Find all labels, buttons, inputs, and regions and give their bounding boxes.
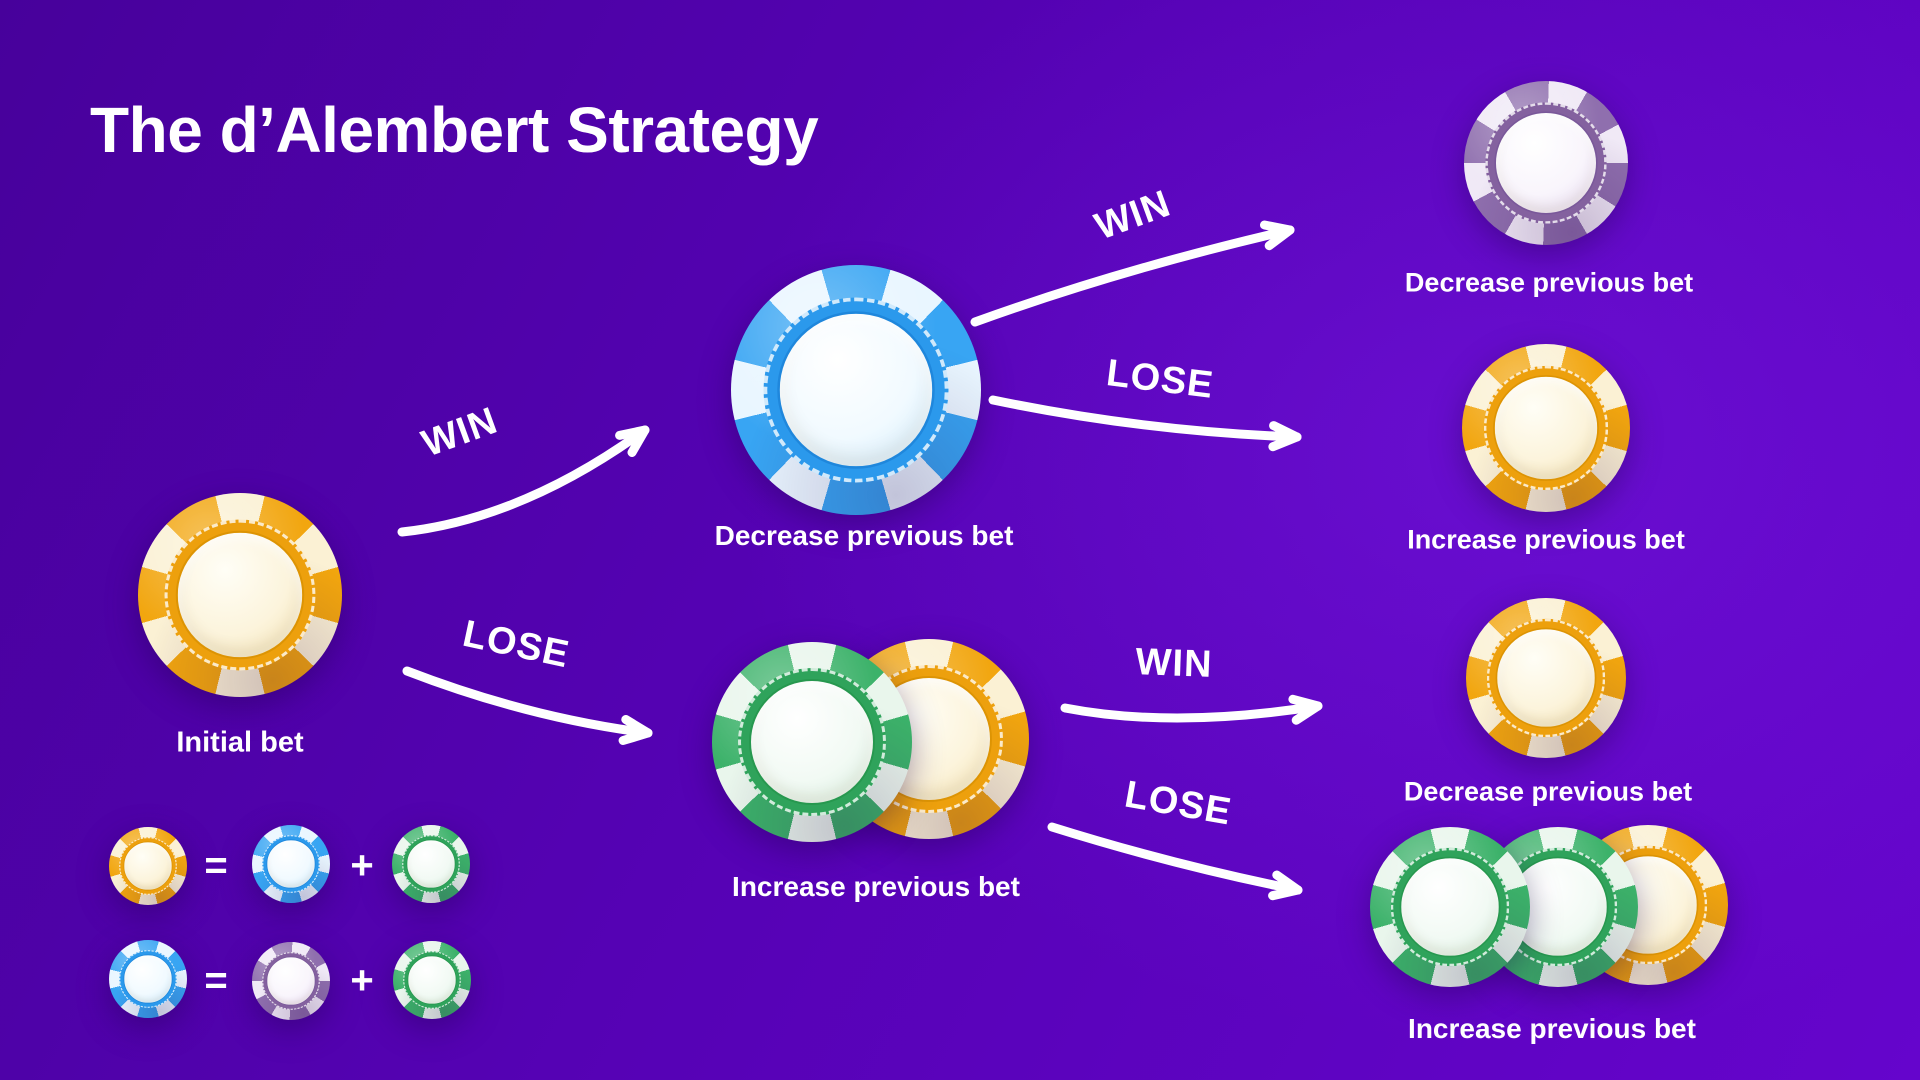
lose-win-label: Decrease previous bet bbox=[1403, 776, 1693, 807]
equals-sign: = bbox=[204, 843, 228, 888]
win-win-label: Decrease previous bet bbox=[1404, 267, 1694, 298]
plus-sign: + bbox=[350, 958, 374, 1003]
initial-bet-label: Initial bet bbox=[176, 726, 304, 759]
legend-row1-green-chip bbox=[392, 825, 470, 903]
lose-arrow-2 bbox=[988, 395, 1302, 452]
initial-bet-chip-yellow bbox=[138, 493, 342, 697]
win-lose-label: Increase previous bet bbox=[1407, 524, 1685, 555]
win-label-3: WIN bbox=[1134, 641, 1214, 686]
lose-lose-label: Increase previous bet bbox=[1408, 1013, 1696, 1044]
after-lose-chip-green bbox=[712, 642, 912, 842]
legend-row2-purple-chip bbox=[252, 942, 330, 1020]
page-title: The d’Alembert Strategy bbox=[90, 94, 819, 166]
win-win-chip-purple bbox=[1464, 81, 1628, 245]
legend-row2-blue-chip bbox=[109, 940, 187, 1018]
lose-arrow-1 bbox=[402, 666, 653, 745]
win-arrow-3 bbox=[1060, 694, 1323, 725]
lose-lose-chip-green-1 bbox=[1370, 827, 1530, 987]
legend-row2-green-chip bbox=[393, 941, 471, 1019]
plus-sign: + bbox=[350, 843, 374, 888]
after-lose-label: Increase previous bet bbox=[732, 871, 1020, 902]
after-win-chip-blue bbox=[731, 265, 981, 515]
win-lose-chip-yellow bbox=[1462, 344, 1630, 512]
lose-win-chip-yellow bbox=[1466, 598, 1626, 758]
win-arrow-1 bbox=[397, 425, 650, 537]
legend-row1-yellow-chip bbox=[109, 827, 187, 905]
win-arrow-2 bbox=[970, 220, 1295, 327]
lose-arrow-3 bbox=[1047, 822, 1303, 901]
legend-row1-blue-chip bbox=[252, 825, 330, 903]
after-win-label: Decrease previous bet bbox=[714, 520, 1014, 551]
equals-sign: = bbox=[204, 958, 228, 1003]
